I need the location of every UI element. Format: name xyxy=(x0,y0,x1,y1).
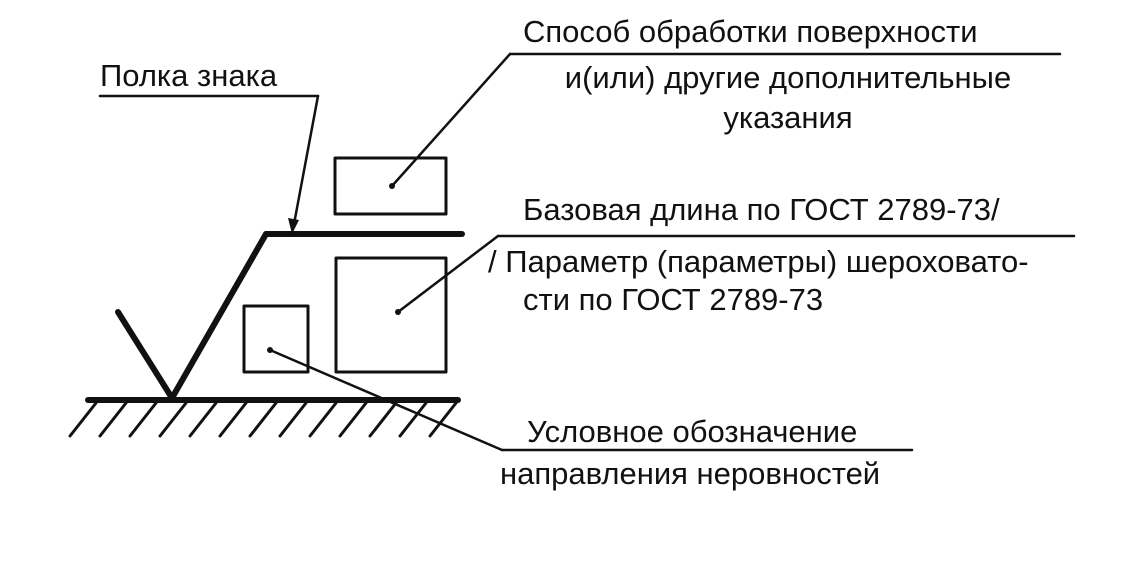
lay-direction-label-line-2: направления неровностей xyxy=(500,456,880,491)
shelf-leader-arrowhead xyxy=(288,218,299,234)
treatment-method-label-line-2: и(или) другие дополнительные xyxy=(565,60,1011,95)
treatment-method-leader xyxy=(390,52,1062,188)
base-length-label-line-3: сти по ГОСТ 2789-73 xyxy=(523,282,823,317)
treatment-method-label-line-1: Способ обработки поверхности xyxy=(523,14,978,49)
roughness-parameter-box xyxy=(334,256,448,374)
lay-direction-box xyxy=(242,304,310,374)
base-length-label-line-1: Базовая длина по ГОСТ 2789-73/ xyxy=(523,192,1000,227)
base-length-label-line-2: / Параметр (параметры) шероховато- xyxy=(488,244,1029,279)
treatment-method-box xyxy=(333,156,448,216)
lay-direction-leader xyxy=(268,348,914,452)
shelf-leader xyxy=(98,94,320,226)
surface-hatching xyxy=(68,401,458,438)
treatment-method-label-line-3: указания xyxy=(723,100,852,135)
roughness-parameter-leader xyxy=(396,234,1076,314)
roughness-sign xyxy=(115,231,465,401)
lay-direction-label-line-1: Условное обозначение xyxy=(527,414,857,449)
shelf-label: Полка знака xyxy=(100,58,278,93)
